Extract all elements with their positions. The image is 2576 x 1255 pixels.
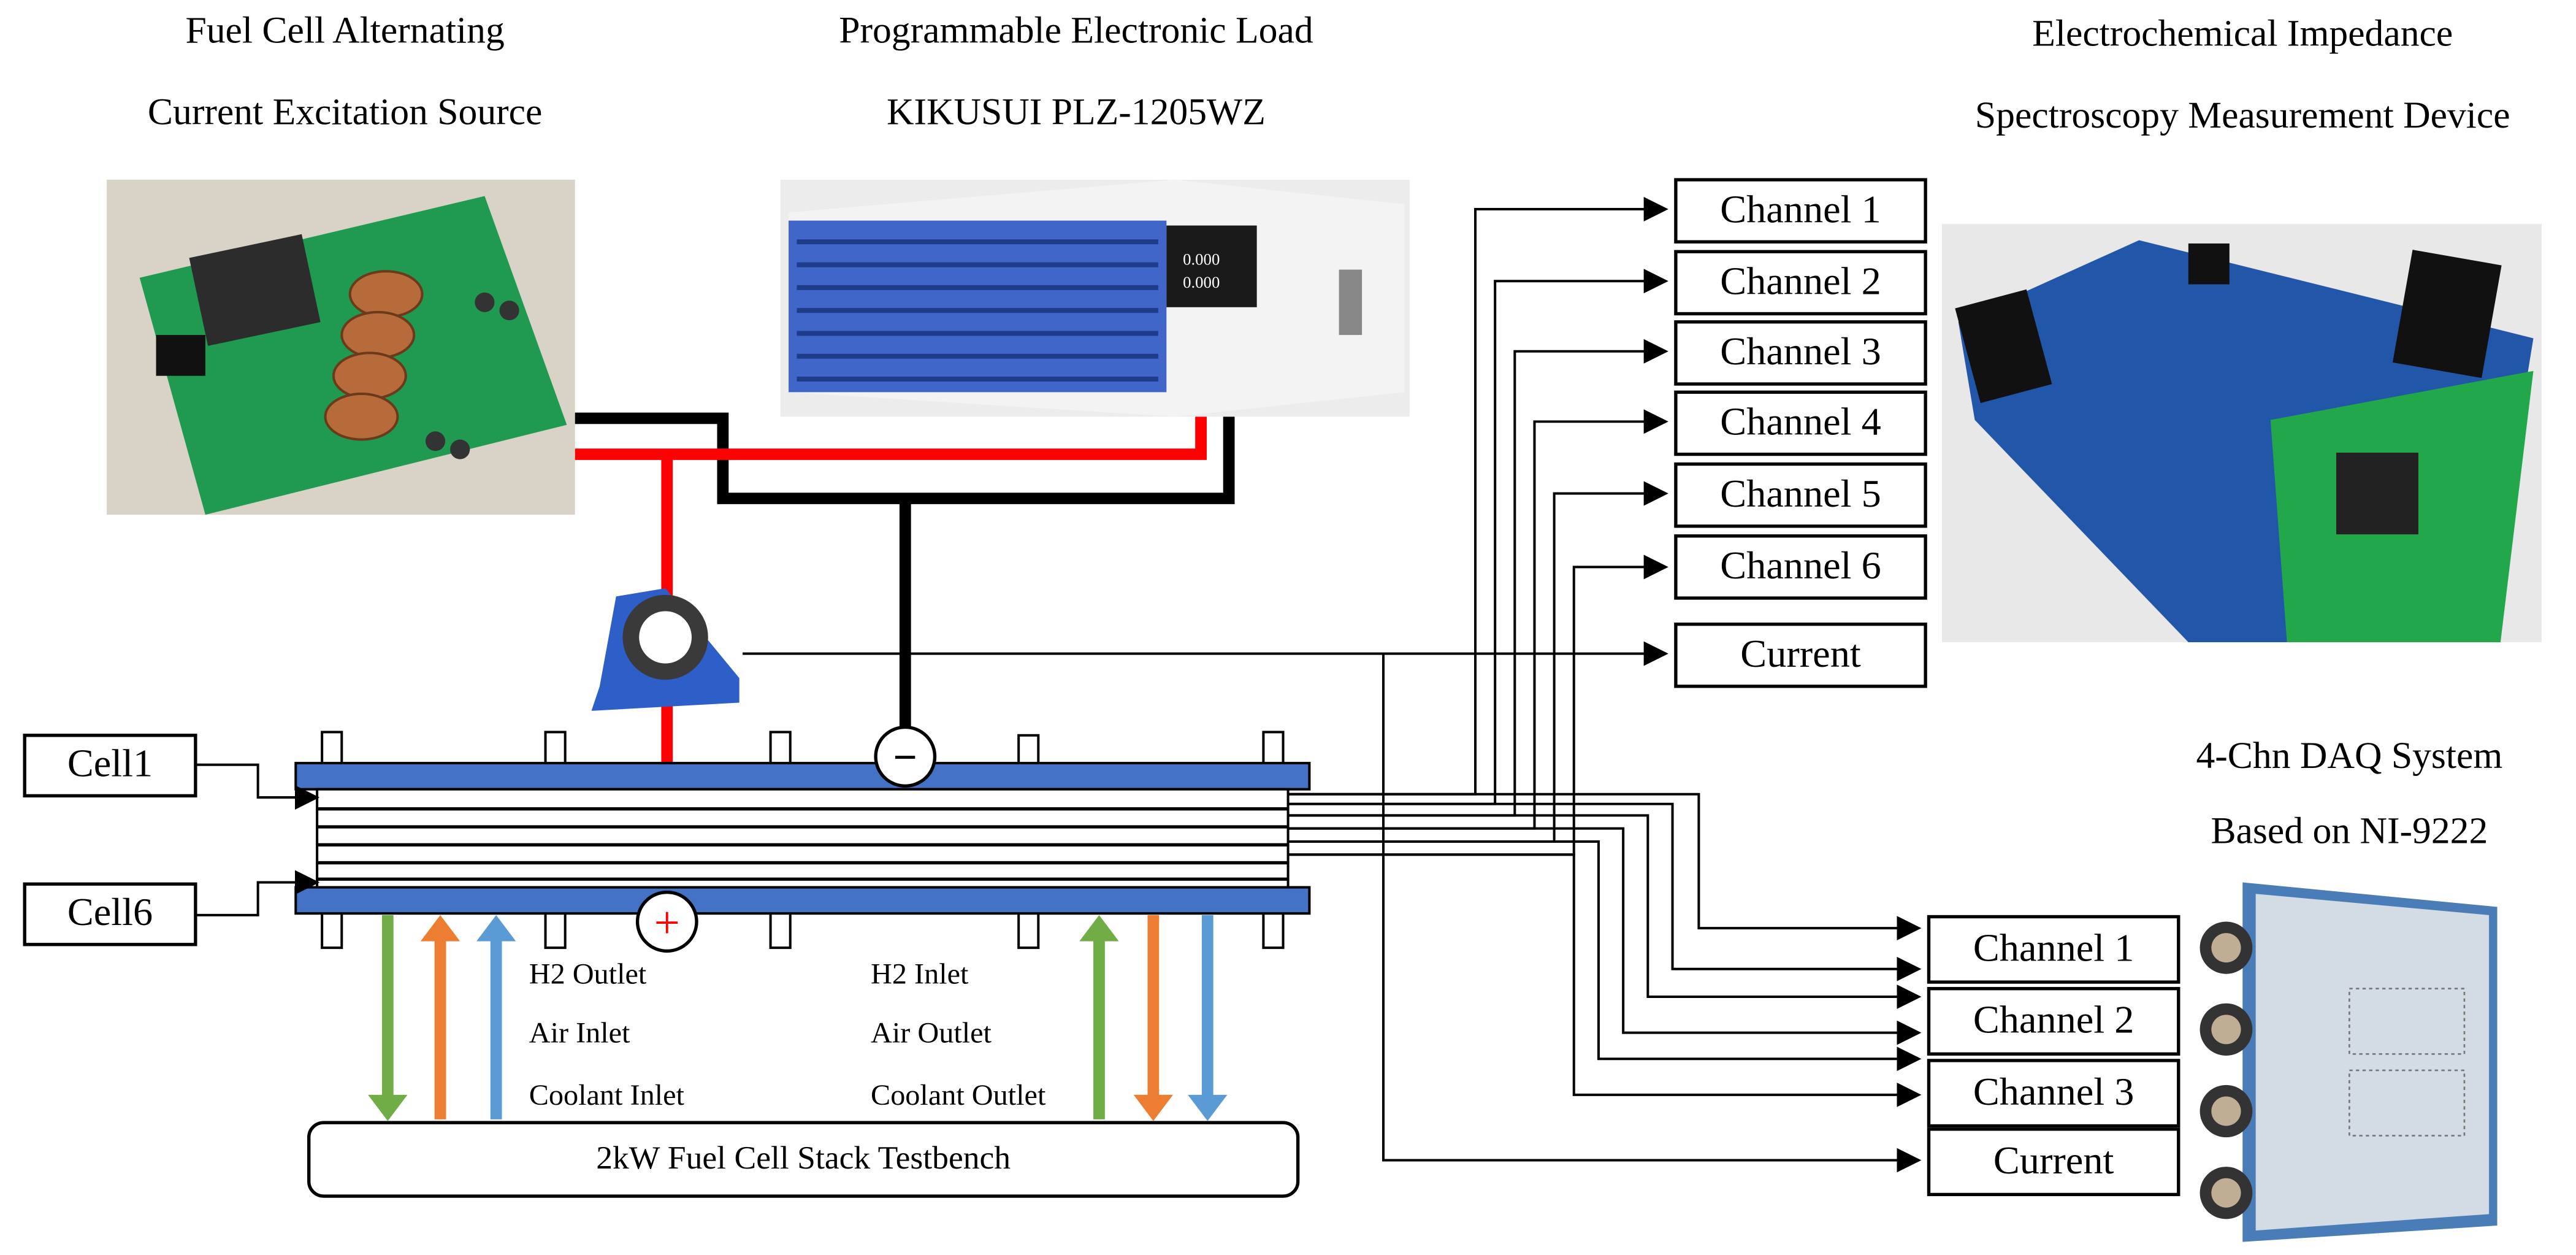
excitation-title-2: Current Excitation Source — [147, 91, 543, 132]
load-title-2: KIKUSUI PLZ-1205WZ — [886, 91, 1266, 132]
negative-sign: − — [893, 734, 917, 781]
daq-channel-2: Channel 2 — [1927, 987, 2180, 1056]
eis-channel-5: Channel 5 — [1674, 462, 1927, 528]
flow-label-air-inlet: Air Inlet — [529, 1016, 630, 1050]
positive-terminal — [635, 890, 698, 953]
electronic-load-photo: 0.000 0.000 — [780, 180, 1410, 417]
negative-wire — [575, 412, 1235, 504]
eis-channel-6: Channel 6 — [1674, 534, 1927, 600]
positive-sign: + — [654, 897, 680, 948]
eis-channel-1: Channel 1 — [1674, 178, 1927, 244]
flow-label-coolant-outlet: Coolant Outlet — [871, 1078, 1046, 1111]
eis-device-photo — [1941, 223, 2542, 642]
eis-current: Current — [1674, 622, 1927, 688]
daq-channel-3: Channel 3 — [1927, 1059, 2180, 1128]
eis-channel-4: Channel 4 — [1674, 390, 1927, 456]
daq-module-photo — [2193, 874, 2514, 1242]
flow-label-h2-outlet: H2 Outlet — [529, 958, 647, 991]
top-end-plate — [294, 762, 1311, 791]
eis-title-1: Electrochemical Impedance — [2032, 13, 2453, 54]
positive-wire — [575, 416, 1207, 460]
eis-channel-3: Channel 3 — [1674, 320, 1927, 386]
testbench-box: 2kW Fuel Cell Stack Testbench — [307, 1121, 1300, 1198]
flow-label-h2-inlet: H2 Inlet — [871, 958, 969, 991]
eis-title-2: Spectroscopy Measurement Device — [1974, 94, 2510, 136]
svg-text:0.000: 0.000 — [1183, 273, 1220, 291]
excitation-source-photo — [107, 180, 575, 515]
bottom-end-plate — [294, 886, 1311, 915]
load-title-1: Programmable Electronic Load — [839, 9, 1313, 51]
cell1-label: Cell1 — [23, 734, 197, 798]
daq-current: Current — [1927, 1127, 2180, 1197]
daq-channel-1: Channel 1 — [1927, 915, 2180, 984]
excitation-title-1: Fuel Cell Alternating — [185, 9, 505, 51]
daq-title-2: Based on NI-9222 — [2211, 810, 2488, 851]
flow-label-air-outlet: Air Outlet — [871, 1016, 992, 1050]
eis-channel-2: Channel 2 — [1674, 250, 1927, 316]
flow-label-coolant-inlet: Coolant Inlet — [529, 1078, 684, 1111]
negative-terminal — [874, 725, 937, 788]
cell6-label: Cell6 — [23, 882, 197, 946]
current-sensor — [591, 588, 740, 711]
daq-title-1: 4-Chn DAQ System — [2196, 735, 2503, 777]
svg-text:0.000: 0.000 — [1183, 250, 1220, 269]
